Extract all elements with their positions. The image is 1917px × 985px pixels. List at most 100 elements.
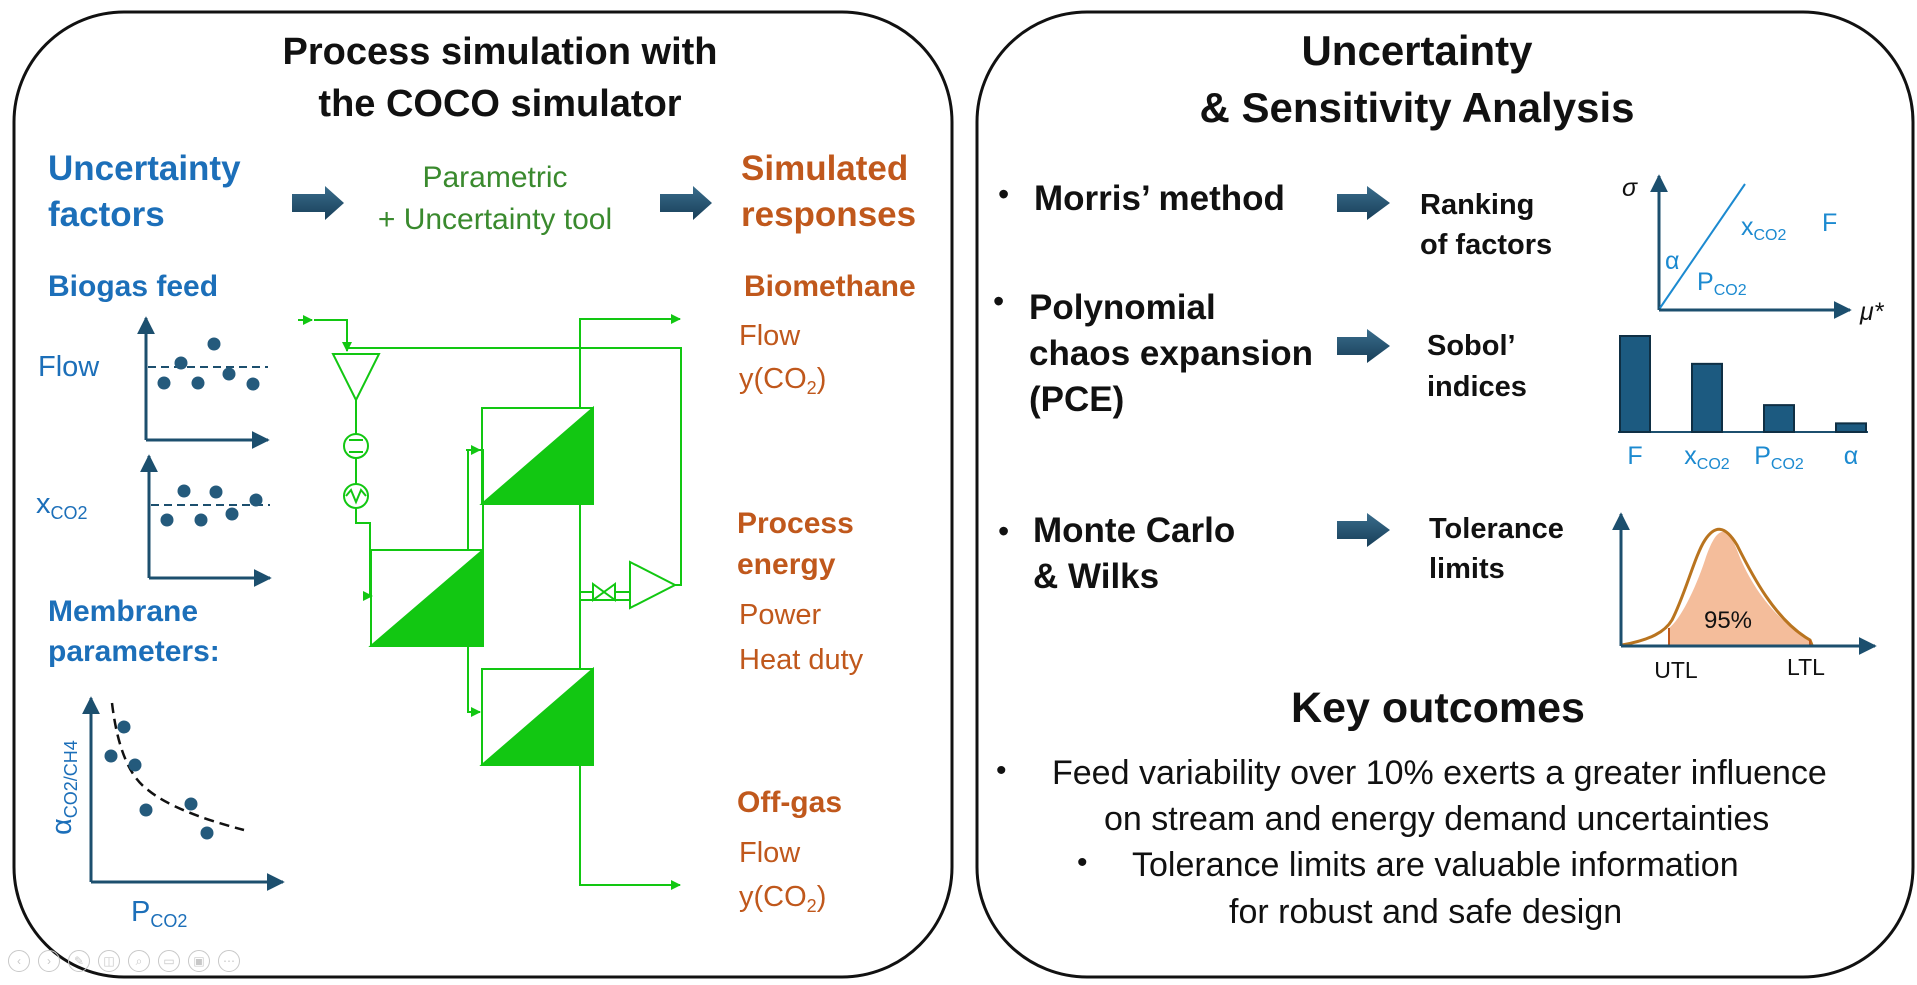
tolerance-line2: limits <box>1429 553 1505 585</box>
membrane-params-line2: parameters: <box>48 635 220 668</box>
coverage-label: 95% <box>1704 607 1752 634</box>
morris-f-label: F <box>1822 209 1837 237</box>
nav-forward-icon[interactable]: › <box>38 950 60 972</box>
pce-line1: Polynomial <box>1029 288 1216 327</box>
flow-scatter-plot <box>137 316 270 449</box>
outcome-1-line2: on stream and energy demand uncertaintie… <box>1104 800 1769 838</box>
slideshow-toolbar: ‹ › ✎ ◫ ⌕ ▭ ▣ ⋯ <box>8 950 240 972</box>
data-point <box>207 337 221 351</box>
arrow-right-icon <box>1337 329 1390 363</box>
bullet: • <box>993 283 1004 319</box>
sobol-bar <box>1691 362 1723 433</box>
morris-pco2-label: PCO2 <box>1697 268 1747 299</box>
tolerance-line1: Tolerance <box>1429 513 1564 545</box>
nav-back-icon[interactable]: ‹ <box>8 950 30 972</box>
right-title-line2: & Sensitivity Analysis <box>1200 84 1635 131</box>
pump-icon <box>629 560 678 610</box>
monte-carlo-line2: & Wilks <box>1033 557 1159 596</box>
key-outcomes-title: Key outcomes <box>1291 684 1585 732</box>
membrane-process-flowsheet <box>298 314 682 890</box>
right-panel: Uncertainty & Sensitivity Analysis • Mor… <box>975 10 1915 979</box>
mixer-icon <box>331 353 381 403</box>
bullet: • <box>998 513 1009 549</box>
ranking-line1: Ranking <box>1420 189 1534 221</box>
distribution-curve <box>1621 527 1814 647</box>
ranking-line2: of factors <box>1420 229 1552 261</box>
bullet: • <box>996 754 1007 787</box>
biogas-feed-label: Biogas feed <box>48 270 218 303</box>
process-energy-line2: energy <box>737 548 836 581</box>
simulated-responses-line2: responses <box>741 195 916 234</box>
sobol-bar <box>1763 404 1795 433</box>
xco2-scatter-plot <box>140 454 272 587</box>
sobol-line2: indices <box>1427 371 1527 403</box>
arrow-right-icon <box>1337 513 1390 547</box>
left-title-line1: Process simulation with <box>283 31 718 73</box>
biomethane-flow: Flow <box>739 320 801 352</box>
compressor-icon <box>343 433 369 459</box>
sigma-axis-label: σ <box>1622 174 1638 202</box>
sobol-bar-label: α <box>1844 442 1858 470</box>
right-panel-frame <box>975 10 1915 979</box>
data-point <box>184 797 198 811</box>
sobol-bar-label: F <box>1627 442 1642 470</box>
alpha-axis-label: αCO2/CH4 <box>46 740 81 835</box>
power-label: Power <box>739 599 822 631</box>
mu-star-axis-label: μ* <box>1859 298 1885 326</box>
pointer-icon[interactable]: ◫ <box>98 950 120 972</box>
tool-line2: + Uncertainty tool <box>378 203 612 236</box>
pco2-axis-label: PCO2 <box>131 896 187 931</box>
pen-icon[interactable]: ✎ <box>68 950 90 972</box>
morris-alpha-label: α <box>1665 247 1679 275</box>
data-point <box>249 493 263 507</box>
more-icon[interactable]: ⋯ <box>218 950 240 972</box>
biomethane-label: Biomethane <box>744 270 916 303</box>
morris-method-label: Morris’ method <box>1034 179 1285 218</box>
monte-carlo-line1: Monte Carlo <box>1033 511 1235 550</box>
offgas-yco2: y(CO2) <box>739 881 826 916</box>
camera-icon[interactable]: ▣ <box>188 950 210 972</box>
data-point <box>177 484 191 498</box>
membrane-scatter-plot <box>82 696 285 891</box>
left-title-line2: the COCO simulator <box>318 83 681 125</box>
data-point <box>200 826 214 840</box>
sobol-bar-label: PCO2 <box>1754 442 1804 473</box>
data-point <box>160 513 174 527</box>
left-panel: Process simulation with the COCO simulat… <box>12 10 954 979</box>
membrane-params-line1: Membrane <box>48 595 198 628</box>
data-point <box>194 513 208 527</box>
zoom-icon[interactable]: ⌕ <box>128 950 150 972</box>
arrow-right-icon <box>1337 186 1390 220</box>
offgas-flow: Flow <box>739 837 801 869</box>
bullet: • <box>1077 846 1088 879</box>
data-point <box>222 367 236 381</box>
data-point <box>225 507 239 521</box>
data-point <box>209 485 223 499</box>
subtitles-icon[interactable]: ▭ <box>158 950 180 972</box>
process-energy-line1: Process <box>737 507 854 540</box>
bullet: • <box>998 176 1009 212</box>
uncertainty-factors-line1: Uncertainty <box>48 149 241 188</box>
biomethane-yco2: y(CO2) <box>739 363 826 398</box>
data-point <box>191 376 205 390</box>
arrow-right-icon <box>292 186 344 220</box>
data-point <box>174 356 188 370</box>
ltl-label: LTL <box>1787 654 1825 680</box>
tolerance-distribution-plot: 95% UTL LTL <box>1612 512 1877 683</box>
data-point <box>246 377 260 391</box>
data-point <box>139 803 153 817</box>
outcome-1-line1: Feed variability over 10% exerts a great… <box>1052 754 1827 792</box>
sobol-bar <box>1619 335 1651 433</box>
sobol-line1: Sobol’ <box>1427 330 1516 362</box>
data-point <box>128 758 142 772</box>
data-point <box>104 749 118 763</box>
sobol-bar <box>1835 422 1867 433</box>
data-point <box>157 376 171 390</box>
simulated-responses-line1: Simulated <box>741 149 908 188</box>
pce-line3: (PCE) <box>1029 380 1124 419</box>
morris-xco2-label: xCO2 <box>1741 213 1787 244</box>
arrow-right-icon <box>660 186 712 220</box>
distribution-area <box>1669 531 1810 645</box>
